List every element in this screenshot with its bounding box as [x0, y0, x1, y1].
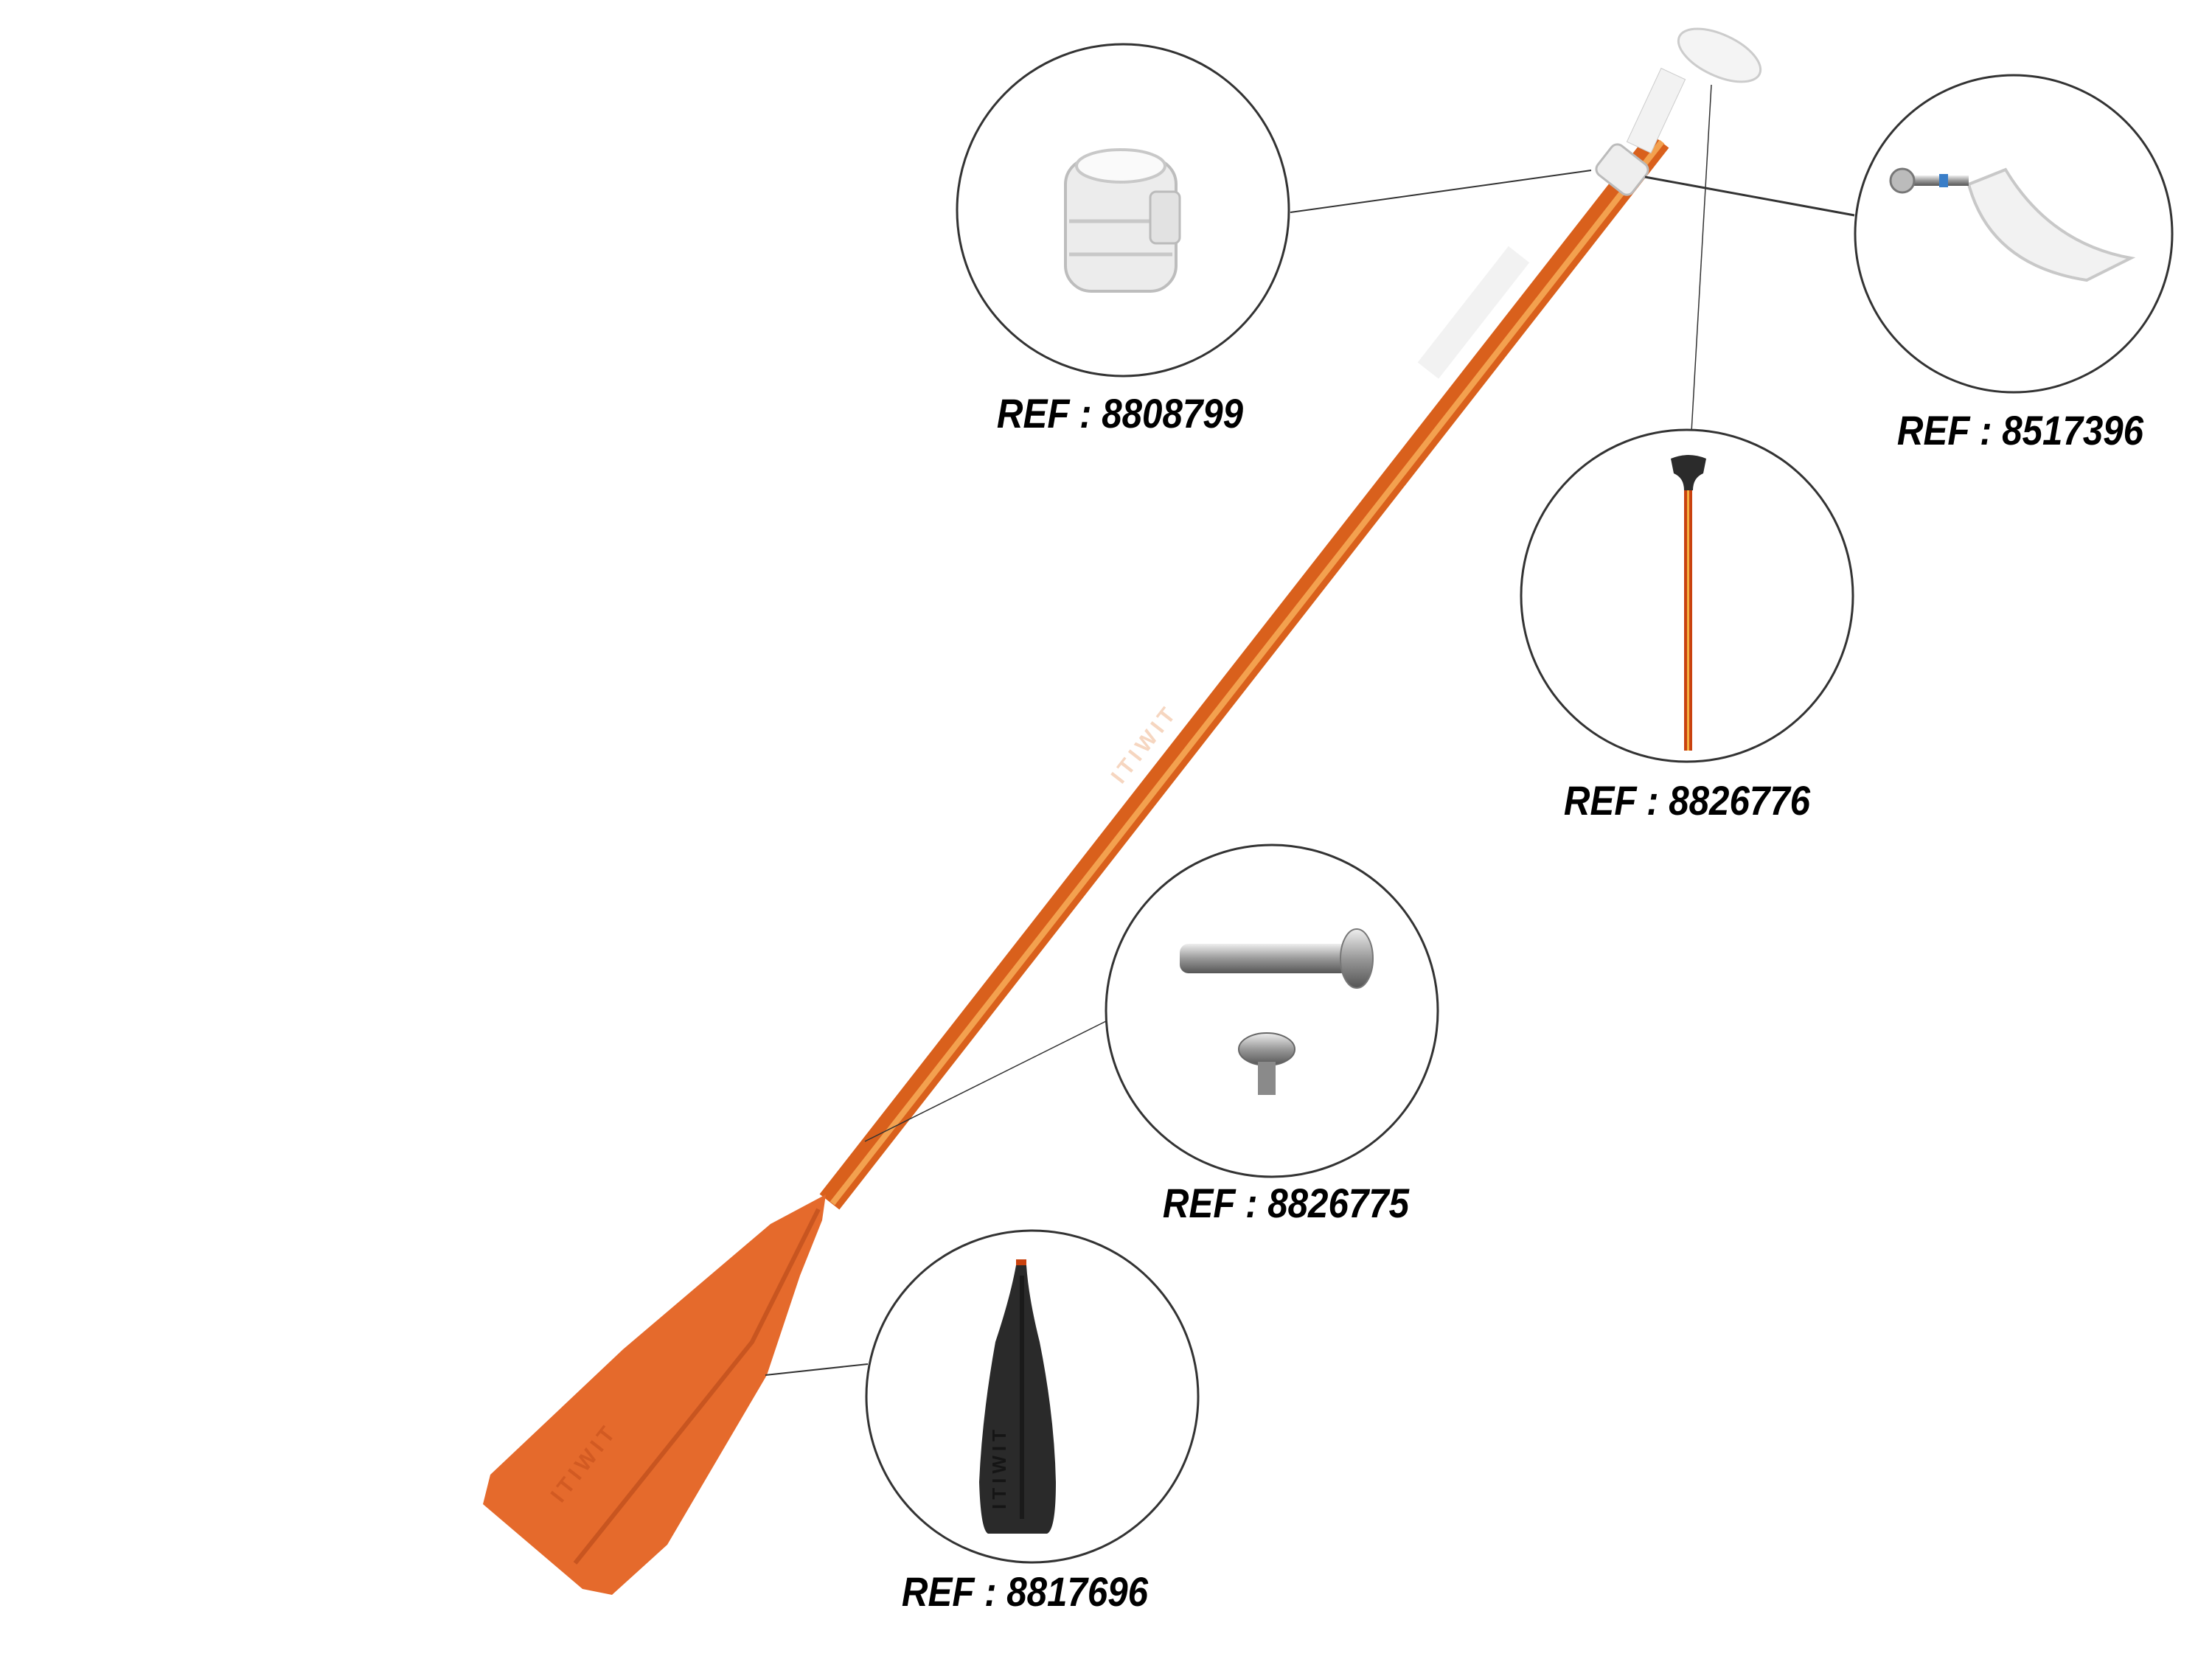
upper-shaft-image: [1671, 455, 1706, 751]
part-collar-clamp: REF : 8808799: [956, 43, 1290, 437]
leader-line-clip: [1644, 175, 1855, 217]
shaft-label-sticker: [1417, 246, 1530, 379]
pin-and-screw-image: [1180, 928, 1374, 1095]
t-handle: [1595, 27, 1762, 196]
part-pin-and-screw: REF : 8826775: [1105, 844, 1439, 1227]
lever-clip-image: [1889, 167, 2136, 282]
part-blade: ITIWIT REF : 8817696: [865, 1229, 1200, 1615]
part-ref-label: REF : 8826776: [1564, 778, 1811, 824]
leader-line-pin: [864, 1020, 1107, 1142]
collar-clamp-image: [1064, 148, 1181, 293]
part-ref-label: REF : 8808799: [997, 391, 1244, 437]
blade-rib: [573, 1208, 821, 1565]
paddle-blade: [483, 1194, 826, 1595]
leader-line-collar: [1290, 170, 1592, 213]
paddle-shaft: [819, 132, 1669, 1210]
paddle-shaft-highlight: [830, 139, 1665, 1206]
leader-lines: [765, 84, 1855, 1376]
black-blade-brand-mark: ITIWIT: [988, 1425, 1010, 1509]
black-blade-image: ITIWIT: [979, 1259, 1056, 1534]
leader-line-upper-shaft: [1691, 84, 1712, 433]
part-lever-clip: REF : 8517396: [1854, 74, 2174, 454]
part-ref-label: REF : 8826775: [1163, 1180, 1410, 1227]
collar-on-paddle: [1595, 143, 1649, 196]
part-ref-label: REF : 8517396: [1897, 408, 2144, 454]
part-ref-label: REF : 8817696: [902, 1569, 1149, 1615]
paddle: ITIWIT ITIWIT: [483, 27, 1762, 1595]
leader-line-blade: [765, 1363, 869, 1376]
part-upper-shaft-handle: REF : 8826776: [1520, 428, 1854, 824]
